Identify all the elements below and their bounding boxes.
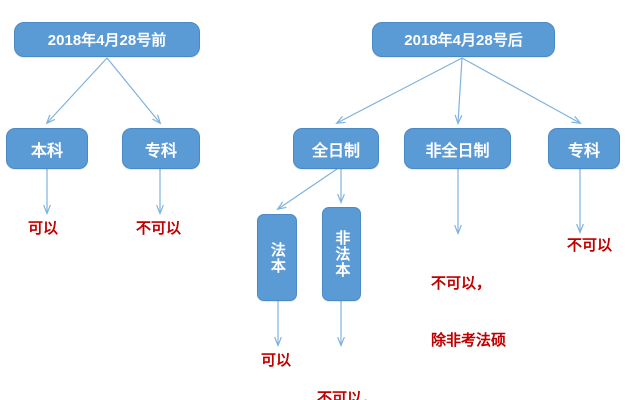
edge-right-root-to-quanrizhi bbox=[337, 57, 463, 123]
node-right-root-label: 2018年4月28号后 bbox=[404, 32, 523, 49]
node-feifaben[interactable]: 非法本 bbox=[322, 207, 361, 301]
node-feifaben-label: 非法本 bbox=[333, 230, 351, 278]
outcome-benke: 可以 bbox=[28, 220, 59, 237]
edge-left-root-to-benke bbox=[47, 57, 108, 123]
node-feiquanrizhi[interactable]: 非全日制 bbox=[404, 128, 511, 169]
node-zhuanke-right[interactable]: 专科 bbox=[548, 128, 620, 169]
node-quanrizhi[interactable]: 全日制 bbox=[293, 128, 379, 169]
edge-left-root-to-zhuanke bbox=[106, 57, 160, 123]
node-zhuanke-left[interactable]: 专科 bbox=[122, 128, 200, 169]
outcome-feiquanrizhi: 不可以， 除非考法硕 bbox=[431, 236, 506, 388]
outcome-faben: 可以 bbox=[261, 352, 292, 369]
node-quanrizhi-label: 全日制 bbox=[311, 142, 360, 160]
outcome-feiquanrizhi-line1: 不可以， bbox=[431, 275, 492, 292]
edge-right-root-to-zhuanke bbox=[461, 57, 580, 123]
node-faben[interactable]: 法本 bbox=[257, 214, 297, 301]
node-feiquanrizhi-label: 非全日制 bbox=[425, 142, 490, 160]
edge-quanrizhi-to-faben bbox=[278, 168, 338, 209]
outcome-zhuanke-left: 不可以 bbox=[136, 220, 182, 237]
node-benke-label: 本科 bbox=[30, 142, 63, 160]
node-left-root-label: 2018年4月28号前 bbox=[47, 32, 167, 49]
node-right-root[interactable]: 2018年4月28号后 bbox=[372, 22, 555, 57]
node-zhuanke-right-label: 专科 bbox=[567, 142, 600, 160]
outcome-zhuanke-right: 不可以 bbox=[567, 237, 613, 254]
edge-right-root-to-feiquanrizhi bbox=[458, 57, 463, 123]
outcome-feifaben: 不可以， 除非考法硕(或3年法律工作经验) bbox=[317, 351, 512, 400]
node-left-root[interactable]: 2018年4月28号前 bbox=[14, 22, 200, 57]
outcome-feiquanrizhi-line2: 除非考法硕 bbox=[431, 332, 507, 349]
outcome-feifaben-line1: 不可以， bbox=[317, 390, 378, 400]
node-zhuanke-left-label: 专科 bbox=[144, 142, 177, 160]
node-benke[interactable]: 本科 bbox=[6, 128, 88, 169]
node-faben-label: 法本 bbox=[268, 241, 286, 274]
